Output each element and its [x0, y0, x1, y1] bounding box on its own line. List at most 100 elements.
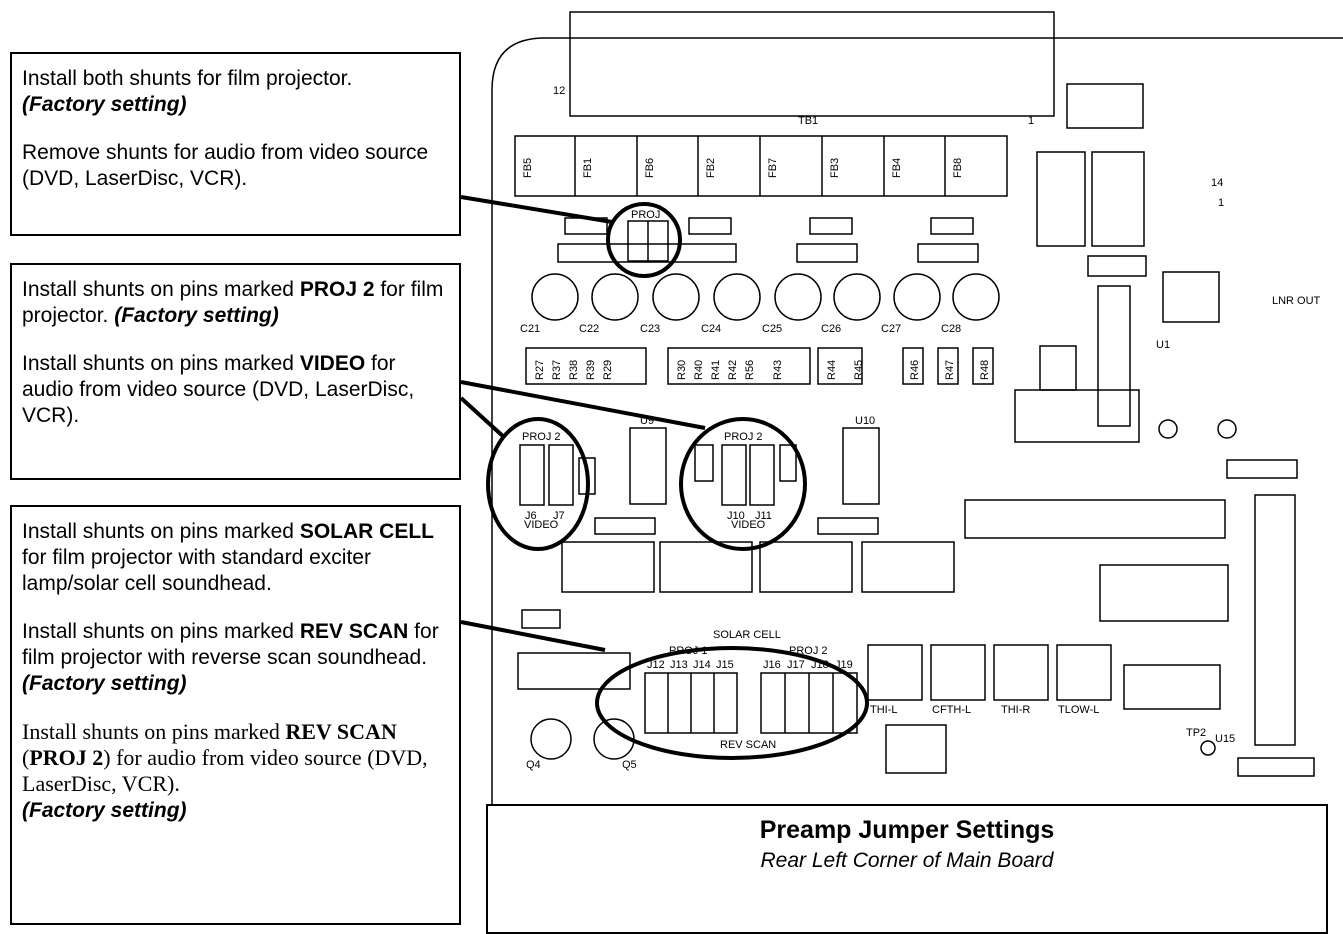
- rev-scan-label: REV SCAN: [720, 739, 776, 751]
- proj2-scan-label: PROJ 2: [789, 645, 828, 657]
- resistor-label: R46: [909, 360, 921, 380]
- callout2-a-post: for film projector.: [22, 278, 444, 327]
- jumper-label: J7: [553, 510, 565, 522]
- cap-label: C21: [520, 323, 540, 335]
- resistor-label: R42: [727, 360, 739, 380]
- proj2-right-label: PROJ 2: [724, 431, 763, 443]
- jumper-label: J13: [670, 659, 688, 671]
- fb-dividers: [574, 136, 946, 196]
- callout2-b-post: for audio from video source (DVD, LaserD…: [22, 352, 415, 427]
- jumper-label: J19: [835, 659, 853, 671]
- u10-label: U10: [855, 415, 875, 427]
- leader-line-1: [460, 195, 613, 224]
- callout2-a-pre: Install shunts on pins marked: [22, 278, 300, 301]
- resistor-label: R56: [744, 360, 756, 380]
- callout3-c-bold1: REV SCAN: [285, 719, 397, 744]
- callout-both-shunts: Install both shunts for film projector. …: [10, 52, 461, 236]
- resistor-label: R45: [853, 360, 865, 380]
- resistor-label: R43: [772, 360, 784, 380]
- proj2-left-label: PROJ 2: [522, 431, 561, 443]
- cap-label: C25: [762, 323, 782, 335]
- callout-proj2-video: Install shunts on pins marked PROJ 2 for…: [10, 263, 461, 480]
- tb1-pin12-label: 12: [553, 85, 565, 97]
- proj-label: PROJ: [631, 209, 660, 221]
- lnr-out-label: LNR OUT: [1272, 295, 1321, 307]
- jumper-label: J15: [716, 659, 734, 671]
- fb-label: FB7: [767, 158, 779, 178]
- jumper-label: J6: [525, 510, 537, 522]
- fb-label: FB2: [705, 158, 717, 178]
- q4-label: Q4: [526, 759, 541, 771]
- circuit-board-diagram: 12 TB1 1 PROJ PROJ 2 VIDEO PROJ 2 VIDEO …: [459, 11, 1343, 805]
- diagram-title: Preamp Jumper Settings: [759, 816, 1055, 844]
- callout3-c-mid: (: [22, 745, 30, 770]
- callout3-c-pre: Install shunts on pins marked: [22, 719, 286, 744]
- resistor-label: R44: [826, 360, 838, 380]
- fb-block: [514, 135, 1008, 197]
- cap-label: C24: [701, 323, 721, 335]
- callout2-b-pre: Install shunts on pins marked: [22, 352, 300, 375]
- fb-label: FB5: [522, 158, 534, 178]
- proj2-video-left-highlight: [486, 417, 590, 551]
- cap-label: C22: [579, 323, 599, 335]
- cap-label: C26: [821, 323, 841, 335]
- diagram-subtitle: Rear Left Corner of Main Board: [760, 849, 1054, 872]
- thi-l-label: THI-L: [870, 704, 898, 716]
- callout2-a-factory: (Factory setting): [114, 304, 279, 327]
- q5-label: Q5: [622, 759, 637, 771]
- resistor-label: R48: [979, 360, 991, 380]
- video-right-label: VIDEO: [731, 519, 766, 531]
- resistor-label: R47: [944, 360, 956, 380]
- callout1-line2: Remove shunts for audio from video sourc…: [22, 141, 429, 190]
- resistor-label: R40: [693, 360, 705, 380]
- jumper-label: J16: [763, 659, 781, 671]
- video-left-label: VIDEO: [524, 519, 559, 531]
- tp2-label: TP2: [1186, 727, 1206, 739]
- cfth-l-label: CFTH-L: [932, 704, 971, 716]
- fb-label: FB3: [829, 158, 841, 178]
- proj-jumper-highlight: [606, 202, 682, 278]
- callout3-c-bold2: PROJ 2: [29, 745, 104, 770]
- cap-label: C27: [881, 323, 901, 335]
- callout1-factory: (Factory setting): [22, 93, 187, 116]
- resistor-label: R27: [534, 360, 546, 380]
- fb-label: FB8: [952, 158, 964, 178]
- jumper-label: J12: [647, 659, 665, 671]
- cap-label: C23: [640, 323, 660, 335]
- solar-rev-scan-highlight: [595, 646, 869, 760]
- resistor-label: R39: [585, 360, 597, 380]
- jumper-label: J11: [755, 510, 772, 522]
- callout3-b-bold: REV SCAN: [299, 620, 409, 643]
- resistor-label: R30: [676, 360, 688, 380]
- fb-label: FB6: [644, 158, 656, 178]
- callout3-c-factory: (Factory setting): [22, 799, 187, 822]
- solar-cell-label: SOLAR CELL: [713, 629, 781, 641]
- callout2-a-bold: PROJ 2: [299, 278, 375, 301]
- jumper-label: J14: [693, 659, 711, 671]
- callout3-b-factory: (Factory setting): [22, 672, 187, 695]
- callout2-b-bold: VIDEO: [299, 352, 366, 375]
- u1-label: U1: [1156, 339, 1170, 351]
- resistor-label: R41: [710, 360, 722, 380]
- board-outline: [491, 37, 1343, 805]
- pin14-label: 14: [1211, 177, 1223, 189]
- thi-r-label: THI-R: [1001, 704, 1030, 716]
- fb-label: FB1: [582, 158, 594, 178]
- proj1-label: PROJ 1: [669, 645, 708, 657]
- resistor-label: R29: [602, 360, 614, 380]
- u15-label: U15: [1215, 733, 1235, 745]
- jumper-label: J10: [727, 510, 745, 522]
- callout3-a-pre: Install shunts on pins marked: [22, 520, 300, 543]
- callout3-a-bold: SOLAR CELL: [299, 520, 434, 543]
- resistor-label: R38: [568, 360, 580, 380]
- proj2-video-right-highlight: [679, 417, 807, 551]
- leader-line-2a: [460, 380, 706, 430]
- jumper-label: J18: [811, 659, 829, 671]
- u9-label: U9: [640, 415, 654, 427]
- callout-solar-rev-scan: Install shunts on pins marked SOLAR CELL…: [10, 505, 461, 925]
- jumper-label: J17: [787, 659, 805, 671]
- callout3-c-post: ) for audio from video source (DVD, Lase…: [22, 745, 428, 796]
- callout3-b-post: for film projector with reverse scan sou…: [22, 620, 439, 669]
- tlow-l-label: TLOW-L: [1058, 704, 1099, 716]
- callout3-a-post: for film projector with standard exciter…: [22, 546, 371, 595]
